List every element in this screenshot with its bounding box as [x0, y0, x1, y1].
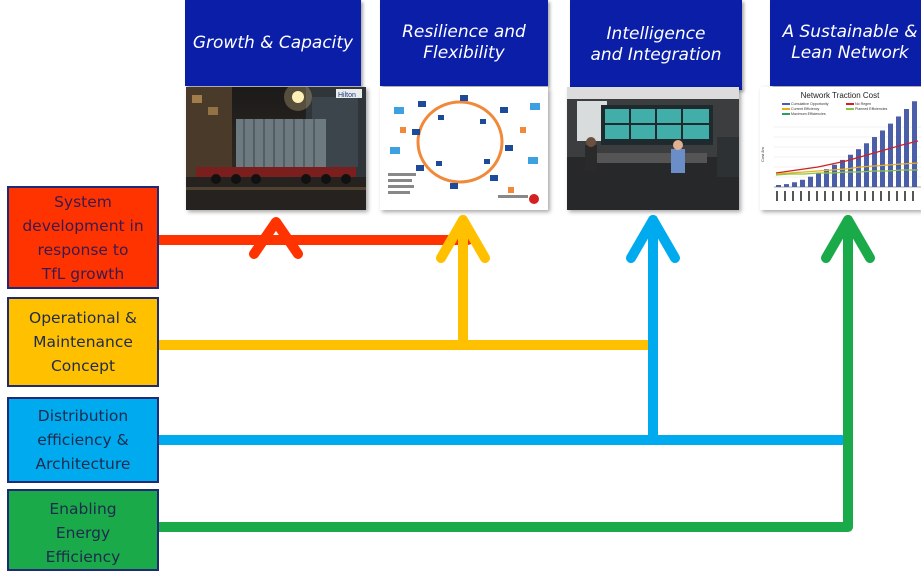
- blue-flow-line: [154, 215, 847, 445]
- chart-bar: [888, 123, 893, 187]
- chart-bar: [832, 164, 837, 187]
- transformer-photo-image: Hilton: [186, 87, 366, 210]
- chart-bar: [864, 143, 869, 187]
- stream-label: Distribution efficiency & Architecture: [35, 407, 131, 473]
- network-resilience-map: [380, 87, 548, 210]
- chart-bar: [792, 182, 797, 187]
- pillar-label: Resilience and Flexibility: [402, 22, 526, 63]
- network-traction-cost-chart: Network Traction Cost Cumulative Opportu…: [760, 87, 921, 210]
- stream-label: Operational & Maintenance Concept: [29, 309, 137, 375]
- pillar-resilience-flexibility: Resilience and Flexibility: [380, 0, 548, 86]
- pillar-intelligence-integration: Intelligence and Integration: [570, 0, 742, 90]
- red-flow-line: [154, 217, 473, 259]
- hilton-sign: Hilton: [338, 92, 356, 99]
- stream-distribution-efficiency: Distribution efficiency & Architecture: [7, 397, 159, 483]
- green-flow-line: [154, 215, 875, 532]
- stream-label: System development in response to TfL gr…: [22, 192, 144, 283]
- traction-cost-chart-image: Network Traction Cost Cumulative Opportu…: [760, 87, 921, 210]
- yellow-flow-line: [154, 215, 653, 350]
- chart-bar: [872, 137, 877, 187]
- chart-bar: [912, 101, 917, 187]
- pillar-growth-capacity: Growth & Capacity: [185, 0, 361, 86]
- chart-bar: [808, 176, 813, 187]
- pillar-label: A Sustainable & Lean Network: [782, 22, 918, 63]
- legend-label: Planned Efficiencies: [855, 107, 888, 111]
- chart-bar: [816, 173, 821, 187]
- pillar-label: Growth & Capacity: [192, 32, 354, 53]
- chart-bar: [776, 185, 781, 187]
- pillar-sustainable-lean: A Sustainable & Lean Network: [770, 0, 921, 86]
- legend-label: Maximum Efficiencies: [791, 112, 826, 116]
- chart-bar: [840, 159, 845, 187]
- resilience-map-image: [380, 87, 548, 210]
- stream-system-development: System development in response to TfL gr…: [7, 186, 159, 289]
- legend-label: Current Efficiency: [791, 107, 819, 111]
- chart-bar: [880, 130, 885, 187]
- stream-label: Enabling Energy Efficiency: [45, 500, 121, 566]
- chart-bar: [800, 179, 805, 187]
- chart-bar: [848, 154, 853, 187]
- chart-bar: [896, 116, 901, 187]
- control-room-image: [567, 87, 739, 210]
- stream-enabling-energy-efficiency: Enabling Energy Efficiency: [7, 489, 159, 571]
- chart-title: Network Traction Cost: [801, 91, 880, 100]
- chart-ylabel: Cost £m: [760, 146, 765, 162]
- chart-bar: [856, 149, 861, 187]
- legend-label: No Regen: [855, 102, 871, 106]
- photo-transformer-transport: Hilton: [186, 87, 366, 210]
- legend-label: Cumulative Opportunity: [791, 102, 829, 106]
- chart-bar: [824, 169, 829, 187]
- stream-operational-maintenance: Operational & Maintenance Concept: [7, 297, 159, 387]
- chart-bar: [904, 108, 909, 187]
- chart-bar: [784, 184, 789, 187]
- pillar-label: Intelligence and Integration: [590, 24, 722, 65]
- control-room-photo: [567, 87, 739, 210]
